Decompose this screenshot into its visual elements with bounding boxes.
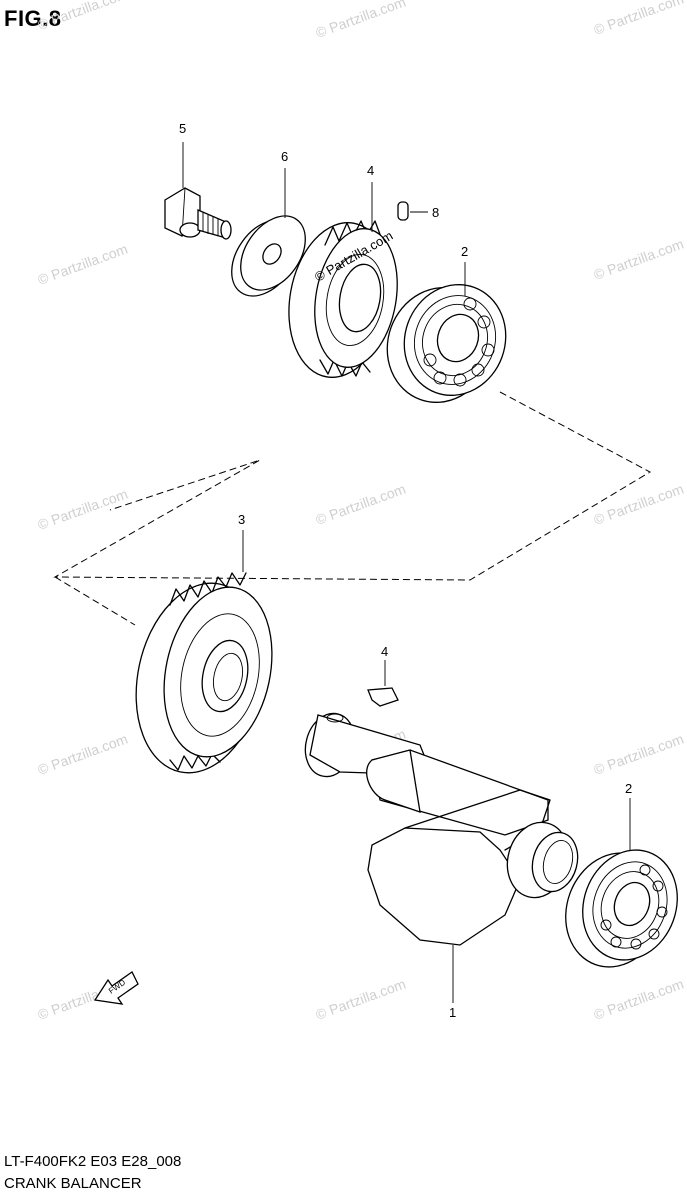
callout-labels: 5 6 4 8 2 3 4 2 1 [179, 121, 632, 1020]
figure-name: CRANK BALANCER [4, 1175, 142, 1192]
callout-1: 1 [449, 1005, 456, 1020]
watermark: © Partzilla.com [592, 976, 686, 1023]
part-2-bearing-lower [565, 798, 678, 968]
part-3-driven-gear [135, 530, 273, 774]
callout-2-upper: 2 [461, 244, 468, 259]
callout-2-lower: 2 [625, 781, 632, 796]
part-5-drive-gear [288, 182, 398, 378]
watermark: © Partzilla.com [314, 0, 408, 41]
callout-6: 5 [179, 121, 186, 136]
watermark: © Partzilla.com [36, 731, 130, 778]
part-6-bolt [164, 142, 232, 240]
watermark: © Partzilla.com [36, 241, 130, 288]
callout-7: 6 [281, 149, 288, 164]
callout-8: 8 [432, 205, 439, 220]
figure-code: LT-F400FK2 E03 E28_008 [4, 1153, 182, 1170]
part-2-bearing-upper [386, 262, 507, 403]
watermark: © Partzilla.com [314, 481, 408, 528]
part-7-washer [231, 168, 306, 297]
watermark: © Partzilla.com [314, 976, 408, 1023]
part-4-key [367, 660, 399, 707]
callout-3: 3 [238, 512, 245, 527]
watermark: © Partzilla.com [36, 0, 130, 33]
figure-title: FIG.8 [4, 6, 62, 31]
watermark: © Partzilla.com [592, 731, 686, 778]
part-1-balancer-shaft [304, 712, 579, 1003]
assembly-guide-lines [53, 391, 652, 626]
callout-4: 4 [381, 644, 388, 659]
callout-5: 4 [367, 163, 374, 178]
watermark: © Partzilla.com [592, 236, 686, 283]
watermark: © Partzilla.com [592, 0, 686, 38]
watermark: © Partzilla.com [592, 481, 686, 528]
part-8-pin [397, 201, 428, 221]
watermark: © Partzilla.com [36, 486, 130, 533]
